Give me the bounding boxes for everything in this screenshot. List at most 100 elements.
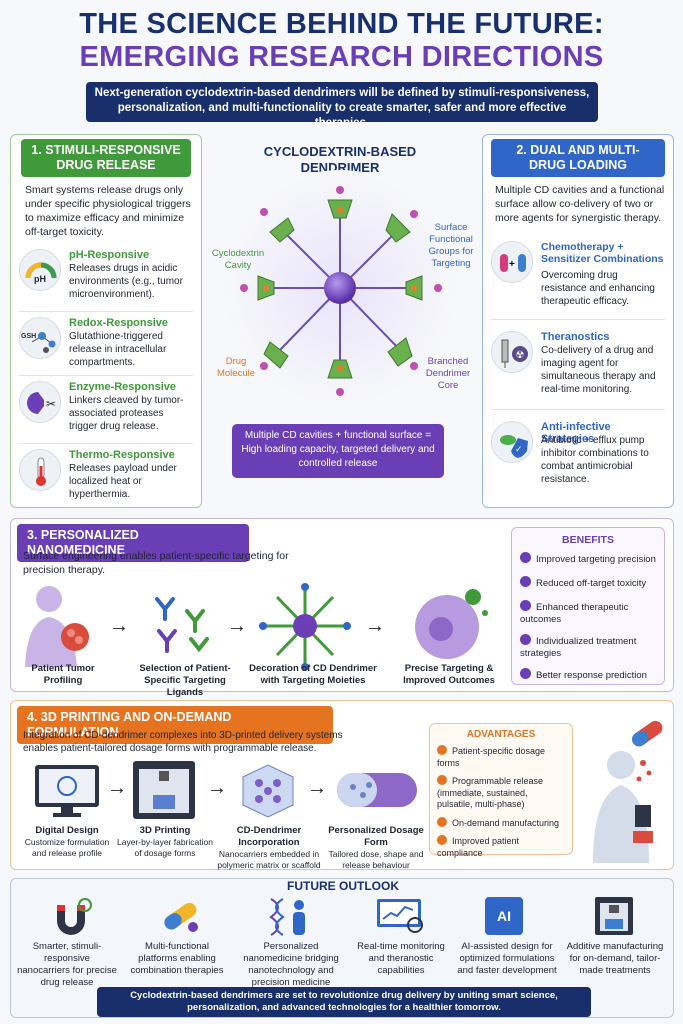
patient-capsule-icon [593, 720, 663, 863]
enzyme-scissors-icon: ✂ [19, 381, 61, 423]
arrow-right-icon: → [207, 777, 227, 799]
personalized-panel: 3. PERSONALIZED NANOMEDICINE Surface eng… [10, 518, 674, 698]
check-icon [437, 745, 447, 755]
patient-icon [25, 586, 89, 667]
outlook-item: Real-time monitoring and theranostic cap… [357, 941, 445, 976]
step-dosage-desc: Tailored dose, shape and release behavio… [328, 849, 424, 870]
benefit-item: Reduced off-target toxicity [520, 576, 656, 590]
benefit-item: Individualized treatment strategies [520, 634, 656, 660]
page-title: THE SCIENCE BEHIND THE FUTURE: EMERGING … [0, 8, 683, 74]
chemo-title: Chemotherapy + Sensitizer Combinations [541, 241, 664, 265]
chemo-desc: Overcoming drug resistance and enhancing… [541, 270, 655, 307]
outlook-item: Multi-functional platforms enabling comb… [130, 941, 224, 976]
step-incorporation-desc: Nanocarriers embedded in polymeric matri… [217, 849, 321, 870]
theranostics-desc: Co-delivery of a drug and imaging agent … [541, 345, 656, 395]
ai-icon-text: AI [497, 908, 511, 924]
benefit-item: Improved targeting precision [520, 552, 656, 566]
benefits-list: Improved targeting precision Reduced off… [520, 552, 656, 682]
step-printing-title: 3D Printing [139, 825, 191, 836]
divider [19, 443, 193, 444]
step-profiling: Patient Tumor Profiling [31, 663, 95, 686]
check-icon [520, 634, 531, 645]
capsule-dose-icon [337, 773, 417, 807]
divider [491, 409, 665, 410]
outlook-panel: FUTURE OUTLOOK AI Smarter, stimuli-respo… [10, 878, 674, 1018]
center-caption: Multiple CD cavities + functional surfac… [232, 424, 444, 478]
cd-matrix-icon [242, 764, 294, 818]
ph-gauge-icon: pH [19, 249, 61, 291]
step-outcomes: Precise Targeting & Improved Outcomes [403, 663, 495, 686]
enzyme-title: Enzyme-Responsive [69, 381, 176, 393]
check-icon [520, 576, 531, 587]
divider [19, 375, 193, 376]
dendrimer-illustration [222, 170, 458, 406]
check-icon [437, 835, 447, 845]
divider [19, 311, 193, 312]
gsh-molecule-icon: GSH [19, 317, 61, 359]
outlook-item: Smarter, stimuli-responsive nanocarriers… [17, 941, 117, 988]
advantage-text: Programmable release (immediate, sustain… [437, 776, 544, 809]
stimuli-panel: 1. STIMULI-RESPONSIVE DRUG RELEASE Smart… [10, 134, 202, 508]
label-drug: Drug Molecule [216, 356, 256, 379]
personalized-header: 3. PERSONALIZED NANOMEDICINE [17, 524, 249, 562]
printer-icon [595, 897, 633, 935]
multidrug-intro: Multiple CD cavities and a functional su… [495, 184, 665, 224]
center-title: CYCLODEXTRIN-BASED DENDRIMER [263, 144, 417, 175]
personalized-intro: Surface engineering enables patient-spec… [23, 550, 289, 576]
step-incorporation-title: CD-Dendrimer Incorporation [236, 825, 302, 848]
label-cavity: Cyclodextrin Cavity [211, 248, 265, 271]
check-icon [437, 775, 447, 785]
advantages-box: ADVANTAGES Patient-specific dosage forms… [429, 723, 573, 858]
outlook-item: Personalized nanomedicine bridging nanot… [243, 941, 339, 988]
benefit-text: Better response prediction [536, 670, 647, 681]
step-printing-desc: Layer-by-layer fabrication of dosage for… [117, 837, 213, 858]
arrow-right-icon: → [107, 777, 127, 799]
step-dosage-title: Personalized Dosage Form [328, 825, 424, 848]
advantage-text: On-demand manufacturing [452, 817, 560, 828]
monitor-chart-icon [377, 899, 423, 933]
capsules-plus-icon: + [491, 241, 533, 283]
antiinfective-desc: Antibiotic + efflux pump inhibitor combi… [541, 435, 649, 485]
thermometer-icon [19, 449, 61, 491]
printing-header: 4. 3D PRINTING AND ON-DEMAND FORMULATION [17, 706, 333, 744]
theranostics-title: Theranostics [541, 331, 610, 343]
svg-text:☢: ☢ [516, 350, 525, 361]
label-surface: Surface Functional Groups for Targeting [428, 222, 474, 269]
antiinfective-title: Anti-infective Strategies [541, 421, 611, 445]
check-icon [520, 552, 531, 563]
benefit-item: Better response prediction [520, 668, 656, 682]
advantage-item: On-demand manufacturing [437, 816, 565, 830]
dna-person-icon [269, 898, 305, 936]
check-icon [520, 668, 531, 679]
benefit-item: Enhanced therapeutic outcomes [520, 600, 656, 626]
enzyme-desc: Linkers cleaved by tumor-associated prot… [69, 395, 184, 432]
redox-desc: Glutathione-triggered release in intrace… [69, 331, 167, 368]
step-ligands: Selection of Patient-Specific Targeting … [139, 663, 231, 698]
svg-text:✂: ✂ [46, 397, 56, 411]
advantage-text: Improved patient compliance [437, 836, 520, 858]
ai-chip-icon: AI [485, 897, 523, 935]
target-cell-icon [415, 589, 488, 659]
decorated-dendrimer-icon [259, 583, 351, 671]
stimuli-header: 1. STIMULI-RESPONSIVE DRUG RELEASE [21, 139, 191, 177]
advantage-item: Patient-specific dosage forms [437, 745, 565, 769]
arrow-right-icon: → [227, 615, 247, 637]
outlook-item: Additive manufacturing for on-demand, ta… [566, 941, 664, 976]
step-decoration: Decoration of CD Dendrimer with Targetin… [249, 663, 377, 686]
step-design-desc: Customize formulation and release profil… [24, 837, 110, 858]
benefit-text: Enhanced therapeutic outcomes [520, 602, 629, 625]
ph-title: pH-Responsive [69, 249, 150, 261]
outlook-item: AI-assisted design for optimized formula… [457, 941, 557, 976]
printing-panel: 4. 3D PRINTING AND ON-DEMAND FORMULATION… [10, 700, 674, 870]
advantage-text: Patient-specific dosage forms [437, 746, 546, 768]
ligands-icon [155, 597, 209, 653]
title-line-2: EMERGING RESEARCH DIRECTIONS [79, 41, 604, 73]
outlook-footer: Cyclodextrin-based dendrimers are set to… [97, 987, 591, 1017]
arrow-right-icon: → [109, 615, 129, 637]
multidrug-panel: 2. DUAL AND MULTI-DRUG LOADING Multiple … [482, 134, 674, 508]
benefit-text: Improved targeting precision [536, 554, 656, 565]
outlook-title: FUTURE OUTLOOK [287, 879, 399, 893]
